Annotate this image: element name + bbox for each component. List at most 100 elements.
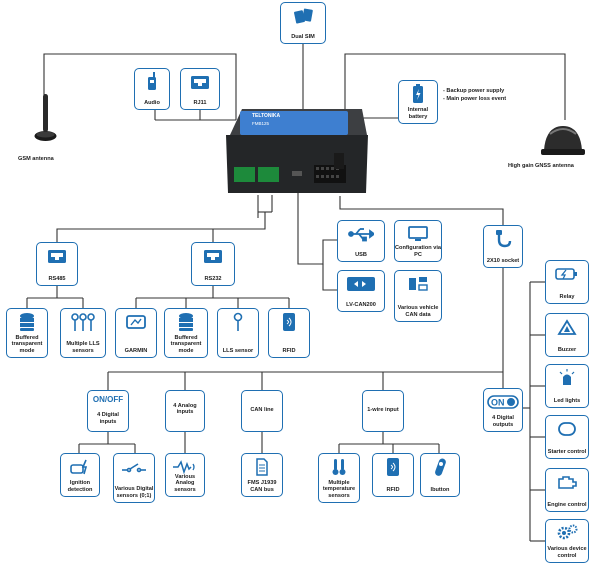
rs232-buffered-box: Buffered transparent mode (164, 308, 208, 358)
ignition-label: Ignition detection (67, 480, 93, 493)
led-lights-label: Led lights (553, 397, 581, 404)
walkie-talkie-icon (135, 72, 169, 92)
gsm-antenna-image (32, 92, 58, 147)
dual-sim-box: Dual SIM (280, 2, 326, 44)
rs485-buffered-label: Buffered transparent mode (11, 335, 43, 354)
can-adapter-icon (338, 274, 384, 294)
database-stack-icon (7, 312, 47, 332)
dual-sim-label: Dual SIM (291, 33, 315, 40)
device-brand: TELTONIKA (252, 113, 281, 119)
temperature-label: Multiple temperature sensors (322, 480, 356, 499)
lv-can200-box: LV-CAN200 (337, 270, 385, 312)
socket-2x10-label: 2X10 socket (486, 257, 520, 264)
gnss-antenna-image (538, 120, 588, 160)
vehicle-can-box: Various vehicle CAN data (394, 270, 442, 322)
led-lights-box: Led lights (545, 364, 589, 408)
buzzer-box: Buzzer (545, 313, 589, 357)
gsm-antenna-label: GSM antenna (18, 156, 54, 162)
rs232-label: RS232 (204, 275, 222, 282)
digital-sensors-box: Various Digital sensors (0;1) (113, 453, 155, 503)
digital-outputs-box: ON 4 Digital outputs (483, 388, 523, 432)
rs485-box: RS485 (36, 242, 78, 286)
battery-note-2: - Main power loss event (443, 96, 507, 102)
ignition-box: Ignition detection (60, 453, 100, 497)
one-wire-rfid-box: RFID (372, 453, 414, 497)
alarm-icon (546, 317, 588, 337)
document-icon (242, 457, 282, 477)
analog-sensors-label: Various Analog sensors (174, 474, 196, 493)
led-light-icon (546, 368, 588, 388)
internal-battery-label: Internal battery (407, 107, 429, 120)
monitor-icon (395, 224, 441, 244)
can-line-box: CAN line (241, 390, 283, 432)
digital-sensors-label: Various Digital sensors (0;1) (114, 486, 154, 499)
ibutton-box: Ibutton (420, 453, 460, 497)
battery-icon (399, 84, 437, 104)
engine-icon (546, 472, 588, 492)
garmin-device-icon (116, 312, 156, 332)
audio-label: Audio (144, 99, 160, 106)
ibutton-label: Ibutton (430, 486, 450, 493)
fms-label: FMS J1939 CAN bus (247, 480, 277, 493)
digital-inputs-label: 4 Digital inputs (97, 412, 119, 425)
buzzer-label: Buzzer (557, 346, 577, 353)
analog-sensors-box: Various Analog sensors (165, 453, 205, 497)
battery-note-1: - Backup power supply (443, 88, 505, 94)
multiple-lls-label: Multiple LLS sensors (66, 341, 100, 354)
rs232-box: RS232 (191, 242, 235, 286)
relay-label: Relay (559, 293, 575, 300)
config-pc-box: Configuration via PC (394, 220, 442, 262)
multiple-lls-box: Multiple LLS sensors (60, 308, 106, 358)
digital-inputs-box: ON/OFF 4 Digital inputs (87, 390, 129, 432)
analog-wave-icon (166, 457, 204, 477)
lls-sensor-box: LLS sensor (217, 308, 259, 358)
device-control-label: Various device control (547, 546, 587, 559)
usb-box: USB (337, 220, 385, 262)
lls-sensor-label: LLS sensor (222, 347, 254, 354)
garmin-label: GARMIN (124, 347, 148, 354)
starter-control-label: Starter control (547, 448, 587, 455)
internal-battery-box: Internal battery (398, 80, 438, 124)
svg-text:ON: ON (491, 398, 505, 408)
database-stack-icon (165, 312, 207, 332)
garmin-box: GARMIN (115, 308, 157, 358)
audio-box: Audio (134, 68, 170, 110)
one-wire-rfid-label: RFID (386, 486, 400, 493)
usb-label: USB (355, 251, 367, 258)
starter-control-box: Starter control (545, 415, 589, 459)
onoff-label: ON/OFF (92, 395, 124, 404)
config-pc-label: Configuration via PC (395, 245, 441, 258)
rj45-port-icon (192, 246, 234, 266)
engine-control-label: Engine control (547, 501, 587, 508)
gnss-antenna-label: High gain GNSS antenna (508, 163, 574, 169)
digital-outputs-label: 4 Digital outputs (492, 415, 514, 428)
rfid-card-icon (269, 312, 309, 332)
can-line-label: CAN line (250, 407, 274, 413)
socket-connector-icon (484, 229, 522, 249)
fms-box: FMS J1939 CAN bus (241, 453, 283, 497)
rfid-card-icon (373, 457, 413, 477)
starter-icon (546, 419, 588, 439)
lls-sensor-icon (218, 312, 258, 332)
sim-card-icon (281, 6, 325, 26)
switch-icon (114, 457, 154, 477)
rs232-rfid-label: RFID (282, 347, 296, 354)
relay-box: Relay (545, 260, 589, 304)
ignition-icon (61, 457, 99, 477)
device-control-box: Various device control (545, 519, 589, 563)
usb-icon (338, 224, 384, 244)
rs485-buffered-box: Buffered transparent mode (6, 308, 48, 358)
rj11-label: RJ11 (193, 99, 207, 106)
lv-can200-label: LV-CAN200 (346, 301, 376, 308)
thermometer-icon (319, 457, 359, 477)
one-wire-label: 1-wire input (367, 407, 399, 413)
rs232-rfid-box: RFID (268, 308, 310, 358)
analog-inputs-box: 4 Analog inputs (165, 390, 205, 432)
on-toggle-icon: ON (484, 392, 522, 412)
temperature-box: Multiple temperature sensors (318, 453, 360, 503)
fuel-data-icon (395, 274, 441, 294)
lls-sensors-icon (61, 312, 105, 332)
rj11-port-icon (181, 72, 219, 92)
engine-control-box: Engine control (545, 468, 589, 512)
